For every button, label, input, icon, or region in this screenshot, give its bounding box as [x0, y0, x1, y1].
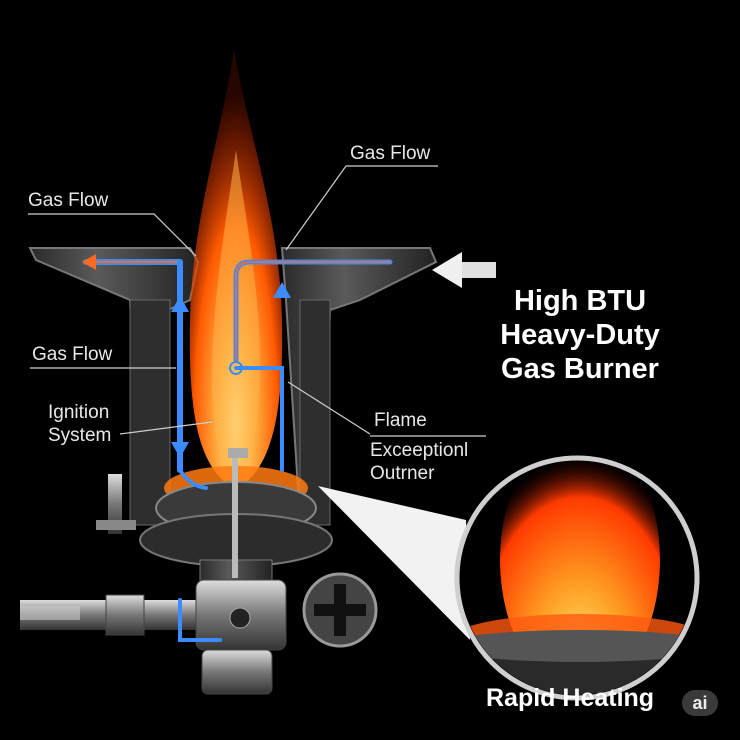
- leader-lines: [28, 165, 486, 437]
- label-gas-flow-top-left: Gas Flow: [28, 190, 109, 211]
- label-ignition-line2: System: [48, 425, 112, 446]
- arrow-right-icon: [20, 606, 80, 620]
- gas-flow-arrowheads: [82, 254, 291, 458]
- arrow-left-icon: [432, 252, 496, 288]
- valve-joint: [229, 361, 243, 375]
- burner-housing: [28, 247, 438, 526]
- label-gas-flow-top-right: Gas Flow: [350, 143, 431, 164]
- valve-knob: [302, 572, 378, 648]
- ignition-electrode: [96, 448, 248, 578]
- gas-inlet-pipe: [20, 579, 287, 695]
- label-ignition-line1: Ignition: [48, 402, 110, 423]
- label-gas-flow-mid: Gas Flow: [32, 344, 113, 365]
- title-line3: Gas Burner: [501, 353, 659, 385]
- inset-caption: Rapid Heating: [486, 684, 655, 712]
- title-block: High BTU Heavy-Duty Gas Burner: [496, 284, 664, 386]
- label-flame: Flame: [374, 410, 427, 431]
- title-line1: High BTU: [513, 285, 647, 317]
- label-exception-line2: Outrner: [370, 463, 435, 484]
- title-line2: Heavy-Duty: [500, 319, 660, 351]
- label-exception-line1: Exceeptionl: [370, 440, 469, 461]
- ai-badge: ai: [682, 690, 718, 716]
